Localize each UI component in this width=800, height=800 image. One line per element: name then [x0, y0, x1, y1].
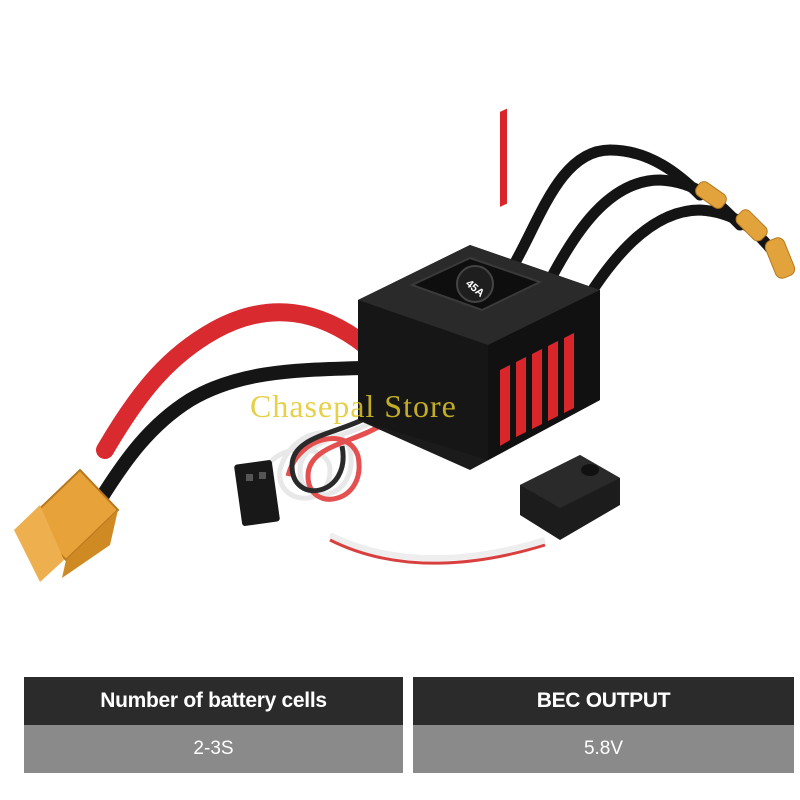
- spec-column-bec: BEC OUTPUT 5.8V: [413, 677, 794, 773]
- spec-value: 5.8V: [413, 725, 794, 773]
- bullet-connectors: [695, 181, 796, 279]
- power-switch: [520, 455, 620, 540]
- spec-header: BEC OUTPUT: [413, 677, 794, 725]
- signal-wire: [262, 390, 546, 565]
- spec-table: Number of battery cells 2-3S BEC OUTPUT …: [24, 677, 794, 773]
- spec-header: Number of battery cells: [24, 677, 403, 725]
- spec-value: 2-3S: [24, 725, 403, 773]
- esc-body: 45A: [358, 108, 600, 470]
- product-photo: 45A: [14, 108, 796, 582]
- spec-column-battery: Number of battery cells 2-3S: [24, 677, 403, 773]
- cooling-fan: 45A: [409, 256, 543, 312]
- battery-leads: [93, 303, 374, 507]
- store-watermark: Chasepal Store: [250, 388, 457, 424]
- servo-plug: [234, 460, 280, 526]
- xt60-connector: [14, 468, 120, 582]
- red-heatsink-fins: [500, 333, 574, 446]
